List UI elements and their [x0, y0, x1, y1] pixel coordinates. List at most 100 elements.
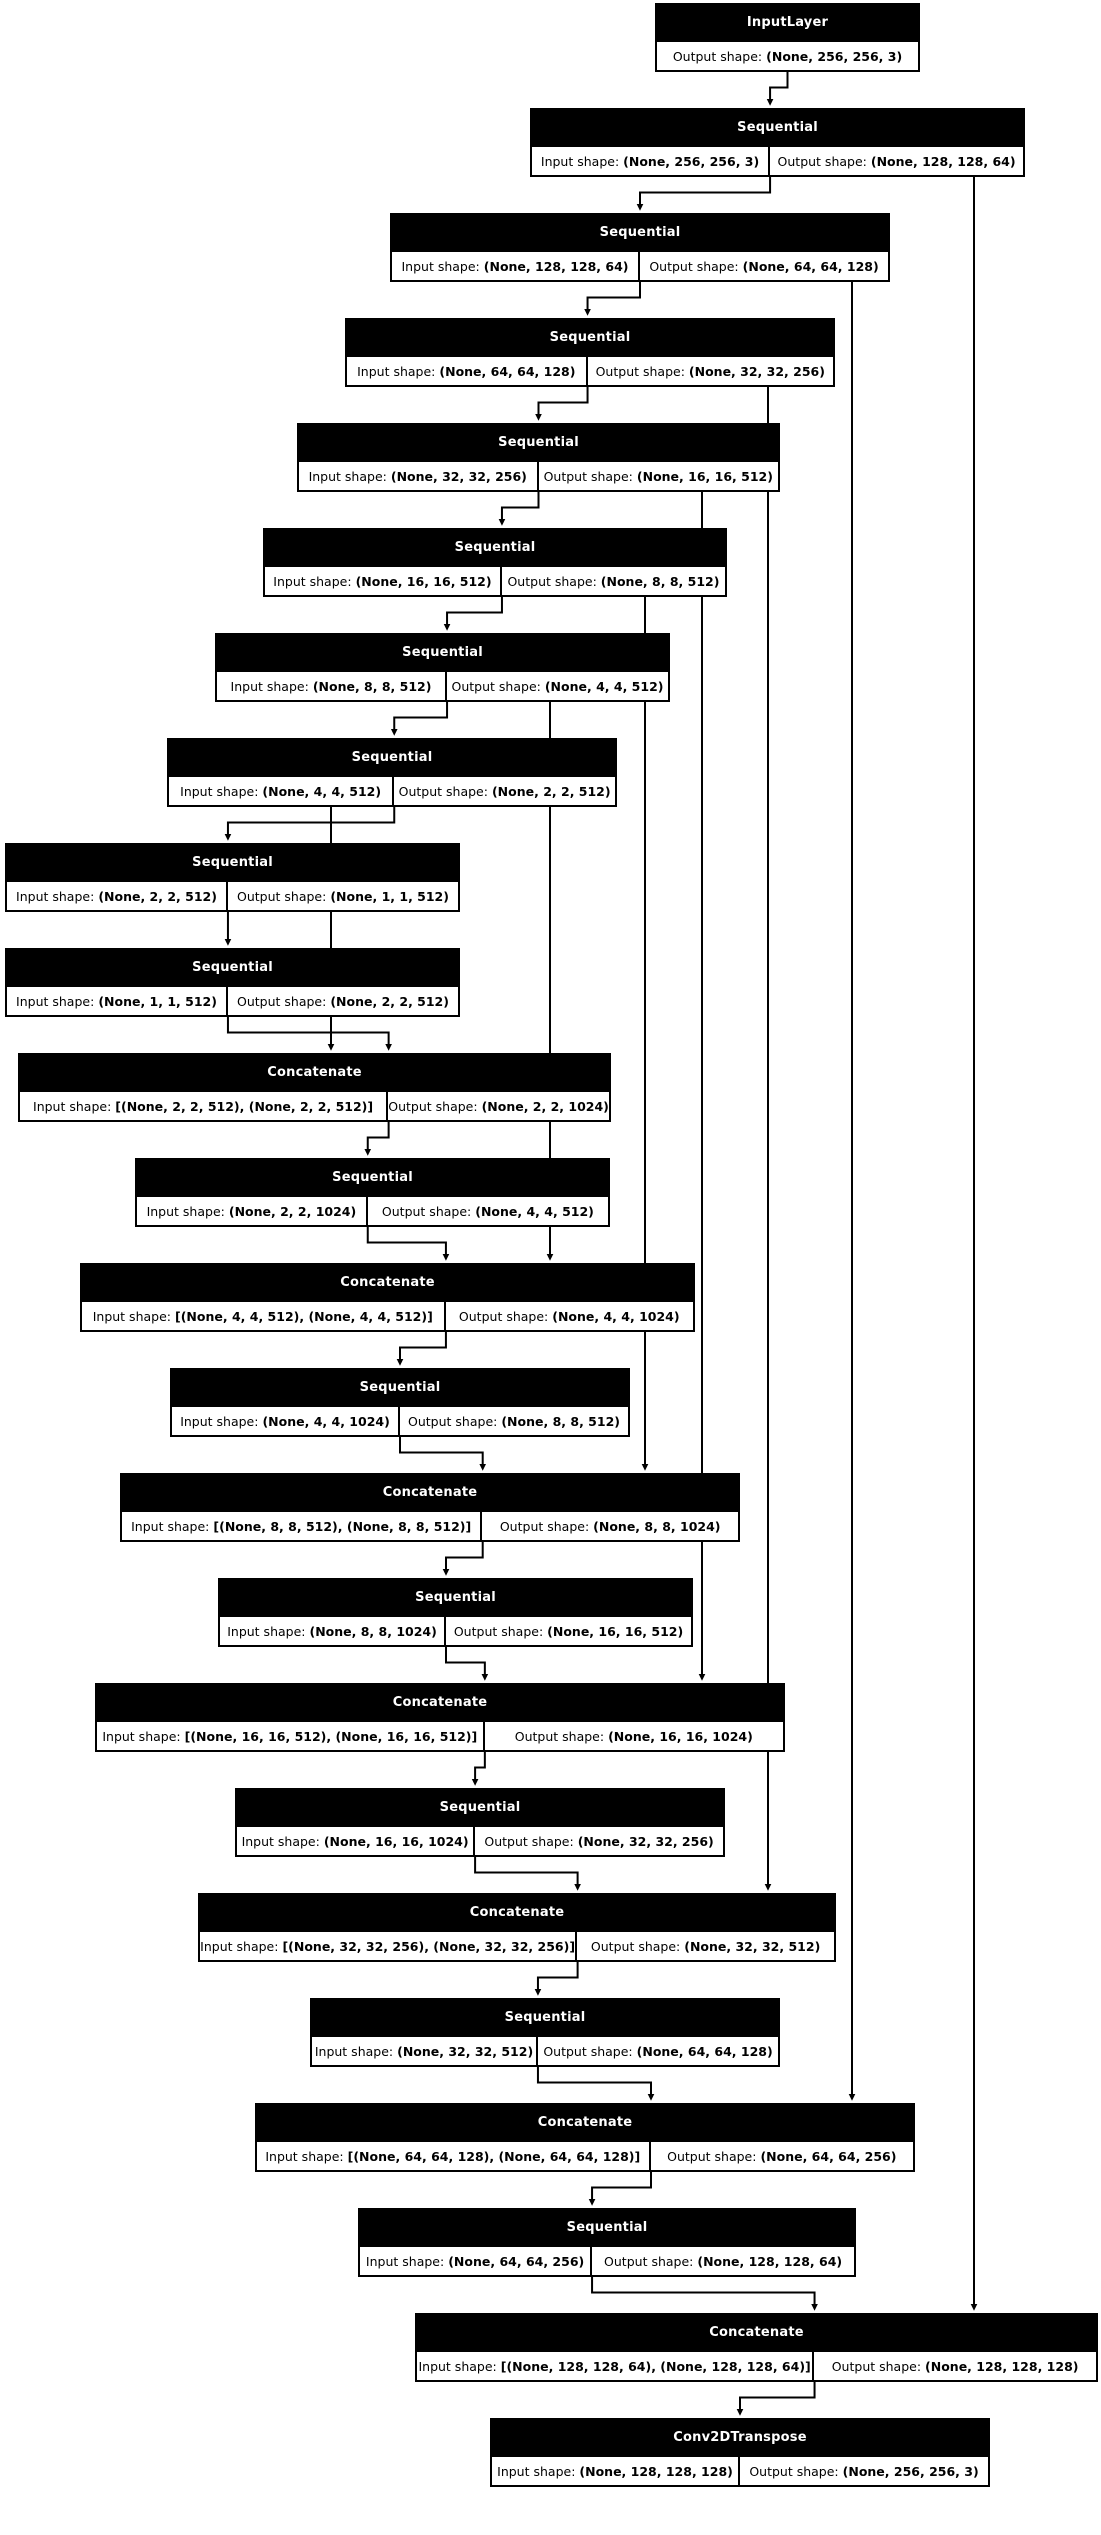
- output-shape-label: Output shape:: [484, 1833, 574, 1849]
- layer-type-label: Concatenate: [200, 1895, 834, 1930]
- output-shape-cell: Output shape:(None, 64, 64, 128): [538, 2035, 778, 2065]
- input-shape-cell: Input shape:(None, 8, 8, 512): [217, 670, 447, 700]
- sequential-edge: [474, 1857, 582, 1891]
- output-shape-value: (None, 16, 16, 1024): [608, 1728, 753, 1744]
- sequential-edge: [442, 1542, 484, 1576]
- output-shape-label: Output shape:: [672, 48, 763, 64]
- output-shape-cell: Output shape:(None, 2, 2, 512): [394, 775, 615, 805]
- layer-shape-row: Input shape:[(None, 4, 4, 512), (None, 4…: [82, 1300, 693, 1330]
- output-shape-value: (None, 32, 32, 512): [684, 1938, 821, 1954]
- layer-shape-row: Input shape:(None, 32, 32, 256)Output sh…: [299, 460, 778, 490]
- output-shape-value: (None, 2, 2, 512): [491, 783, 611, 799]
- layer-shape-row: Input shape:[(None, 32, 32, 256), (None,…: [200, 1930, 834, 1960]
- output-shape-label: Output shape:: [458, 1308, 549, 1324]
- input-shape-value: (None, 8, 8, 512): [312, 678, 432, 694]
- layer-type-label: Sequential: [7, 845, 458, 880]
- layer-shape-row: Input shape:(None, 2, 2, 512) Output shap…: [7, 880, 458, 910]
- output-shape-cell: Output shape:(None, 4, 4, 512): [447, 670, 668, 700]
- input-shape-cell: Input shape:(None, 8, 8, 1024): [220, 1615, 447, 1645]
- output-shape-cell: Output shape:(None, 128, 128, 128): [814, 2350, 1096, 2380]
- layer-shape-row: Input shape:(None, 1, 1, 512)Output shap…: [7, 985, 458, 1015]
- output-shape-value: (None, 32, 32, 256): [688, 363, 825, 379]
- input-shape-label: Input shape:: [241, 1833, 320, 1849]
- input-shape-cell: Input shape:(None, 1, 1, 512): [7, 985, 228, 1015]
- input-shape-label: Input shape:: [180, 783, 259, 799]
- output-shape-label: Output shape:: [451, 678, 541, 694]
- layer-shape-row: Input shape:[(None, 16, 16, 512), (None,…: [97, 1720, 783, 1750]
- output-shape-value: (None, 256, 256, 3): [766, 48, 903, 64]
- output-shape-cell: Output shape:(None, 32, 32, 256): [587, 355, 833, 385]
- input-shape-cell: Input shape:[(None, 2, 2, 512), (None, 2…: [20, 1090, 389, 1120]
- layer-type-label: Sequential: [169, 740, 615, 775]
- input-shape-label: Input shape:: [357, 363, 436, 379]
- output-shape-label: Output shape:: [604, 2253, 694, 2269]
- input-shape-cell: Input shape:(None, 64, 64, 128): [347, 355, 588, 385]
- input-shape-value: (None, 128, 128, 64): [483, 258, 629, 274]
- input-shape-value: (None, 1, 1, 512): [98, 993, 217, 1009]
- layer-shape-row: Output shape:(None, 256, 256, 3): [657, 40, 918, 70]
- layer-shape-row: Input shape:(None, 128, 128, 128)Output …: [492, 2455, 988, 2485]
- output-shape-value: (None, 128, 128, 64): [697, 2253, 843, 2269]
- output-shape-label: Output shape:: [388, 1098, 478, 1114]
- input-shape-cell: Input shape:[(None, 64, 64, 128), (None,…: [257, 2140, 651, 2170]
- output-shape-value: (None, 16, 16, 512): [547, 1623, 684, 1639]
- output-shape-value: (None, 4, 4, 512): [544, 678, 664, 694]
- layer-type-label: Conv2DTranspose: [492, 2420, 988, 2455]
- layer-type-label: Sequential: [312, 2000, 778, 2035]
- input-shape-cell: Input shape:(None, 256, 256, 3): [532, 145, 771, 175]
- input-shape-label: Input shape:: [16, 993, 95, 1009]
- output-shape-label: Output shape:: [514, 1728, 605, 1744]
- input-shape-value: (None, 2, 2, 512): [98, 888, 217, 904]
- input-shape-value: (None, 64, 64, 256): [448, 2253, 585, 2269]
- input-shape-label: Input shape:: [16, 888, 95, 904]
- input-shape-cell: Input shape:(None, 16, 16, 512): [265, 565, 502, 595]
- output-shape-value: (None, 2, 2, 512): [330, 993, 449, 1009]
- input-shape-value: [(None, 64, 64, 128), (None, 64, 64, 128…: [347, 2148, 641, 2164]
- input-shape-label: Input shape:: [540, 153, 620, 169]
- output-shape-label: Output shape:: [237, 888, 327, 904]
- output-shape-cell: Output shape:(None, 8, 8, 512): [400, 1405, 628, 1435]
- input-shape-cell: Input shape:(None, 2, 2, 512): [7, 880, 228, 910]
- input-shape-cell: Input shape:[(None, 16, 16, 512), (None,…: [97, 1720, 485, 1750]
- input-shape-label: Input shape:: [308, 468, 387, 484]
- input-shape-value: (None, 256, 256, 3): [623, 153, 760, 169]
- layer-type-label: Sequential: [347, 320, 833, 355]
- input-shape-cell: Input shape:[(None, 4, 4, 512), (None, 4…: [82, 1300, 446, 1330]
- output-shape-label: Output shape:: [590, 1938, 681, 1954]
- input-shape-value: (None, 128, 128, 128): [579, 2463, 733, 2479]
- output-shape-value: (None, 4, 4, 512): [475, 1203, 594, 1219]
- input-shape-label: Input shape:: [273, 573, 352, 589]
- layer-type-label: Sequential: [137, 1160, 608, 1195]
- sequential-edge: [584, 282, 641, 316]
- output-shape-value: (None, 64, 64, 128): [636, 2043, 773, 2059]
- input-shape-label: Input shape:: [265, 2148, 344, 2164]
- output-shape-value: (None, 8, 8, 512): [501, 1413, 620, 1429]
- output-shape-label: Output shape:: [543, 468, 633, 484]
- input-shape-label: Input shape:: [92, 1308, 171, 1324]
- layer-type-label: Sequential: [392, 215, 888, 250]
- output-shape-label: Output shape:: [507, 573, 597, 589]
- layer-shape-row: Input shape:(None, 128, 128, 64)Output s…: [392, 250, 888, 280]
- layer-type-label: Sequential: [172, 1370, 628, 1405]
- sequential-edge: [224, 807, 396, 841]
- sequential-edge: [364, 1122, 390, 1156]
- input-shape-value: [(None, 16, 16, 512), (None, 16, 16, 512…: [184, 1728, 478, 1744]
- input-shape-label: Input shape:: [180, 1413, 259, 1429]
- input-shape-cell: Input shape:(None, 32, 32, 512): [312, 2035, 538, 2065]
- layer-type-label: Sequential: [217, 635, 668, 670]
- output-shape-label: Output shape:: [749, 2463, 839, 2479]
- layer-shape-row: Input shape:(None, 32, 32, 512)Output sh…: [312, 2035, 778, 2065]
- output-shape-cell: Output shape:(None, 256, 256, 3): [657, 40, 918, 70]
- input-shape-cell: Input shape:[(None, 32, 32, 256), (None,…: [200, 1930, 578, 1960]
- input-shape-value: (None, 32, 32, 512): [397, 2043, 534, 2059]
